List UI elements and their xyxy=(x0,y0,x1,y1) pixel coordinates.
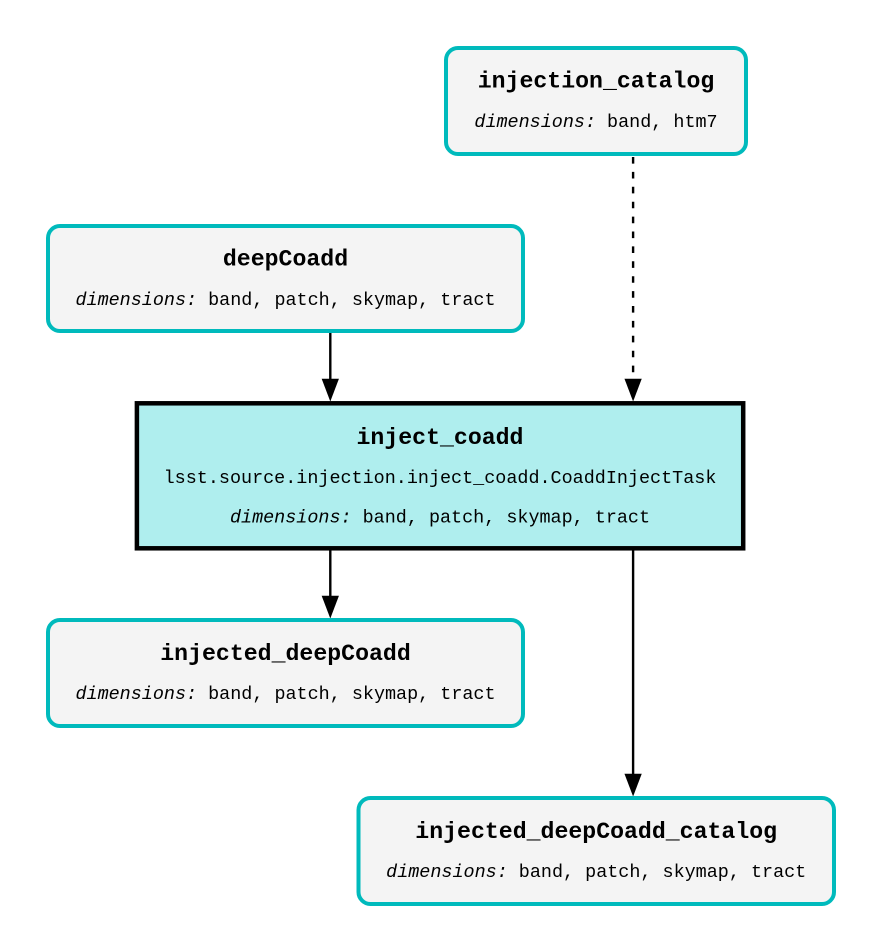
svg-text:inject_coadd: inject_coadd xyxy=(357,425,524,451)
svg-text:injection_catalog: injection_catalog xyxy=(478,69,715,95)
svg-text:injected_deepCoadd: injected_deepCoadd xyxy=(160,641,410,667)
svg-text:dimensions: band, patch, skyma: dimensions: band, patch, skymap, tract xyxy=(386,862,806,883)
svg-text:dimensions: band, patch, skyma: dimensions: band, patch, skymap, tract xyxy=(230,508,650,529)
svg-text:injected_deepCoadd_catalog: injected_deepCoadd_catalog xyxy=(415,819,777,845)
svg-text:deepCoadd: deepCoadd xyxy=(223,247,348,273)
svg-text:dimensions: band, patch, skyma: dimensions: band, patch, skymap, tract xyxy=(75,684,495,705)
svg-text:dimensions: band, htm7: dimensions: band, htm7 xyxy=(474,112,717,133)
svg-text:dimensions: band, patch, skyma: dimensions: band, patch, skymap, tract xyxy=(75,290,495,311)
svg-text:lsst.source.injection.inject_c: lsst.source.injection.inject_coadd.Coadd… xyxy=(164,468,717,489)
